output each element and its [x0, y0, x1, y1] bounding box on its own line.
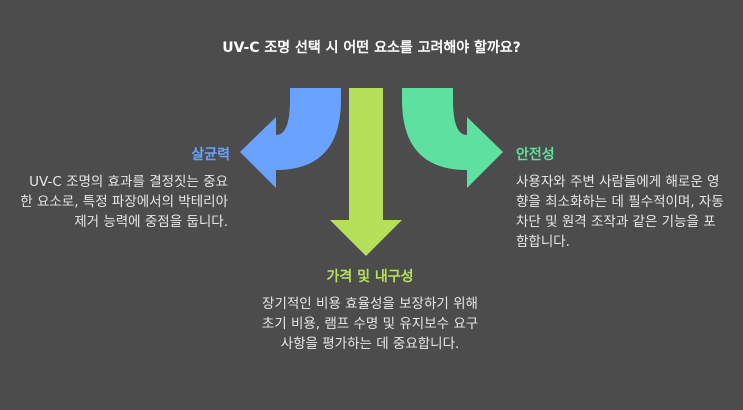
left-arrow — [240, 88, 341, 188]
right-description: 사용자와 주변 사람들에게 해로운 영향을 최소화하는 데 필수적이며, 자동 … — [516, 174, 724, 250]
diagram-title: UV-C 조명 선택 시 어떤 요소를 고려해야 할까요? — [222, 40, 521, 56]
left-heading: 살균력 — [191, 147, 230, 163]
right-arrow — [402, 88, 503, 188]
left-description: UV-C 조명의 효과를 결정짓는 중요한 요소로, 특정 파장에서의 박테리아… — [20, 174, 228, 230]
bottom-heading: 가격 및 내구성 — [326, 269, 414, 285]
right-heading: 안전성 — [516, 147, 555, 163]
bottom-description: 장기적인 비용 효율성을 보장하기 위해 초기 비용, 램프 수명 및 유지보수… — [261, 296, 479, 352]
down-arrow — [330, 88, 402, 256]
